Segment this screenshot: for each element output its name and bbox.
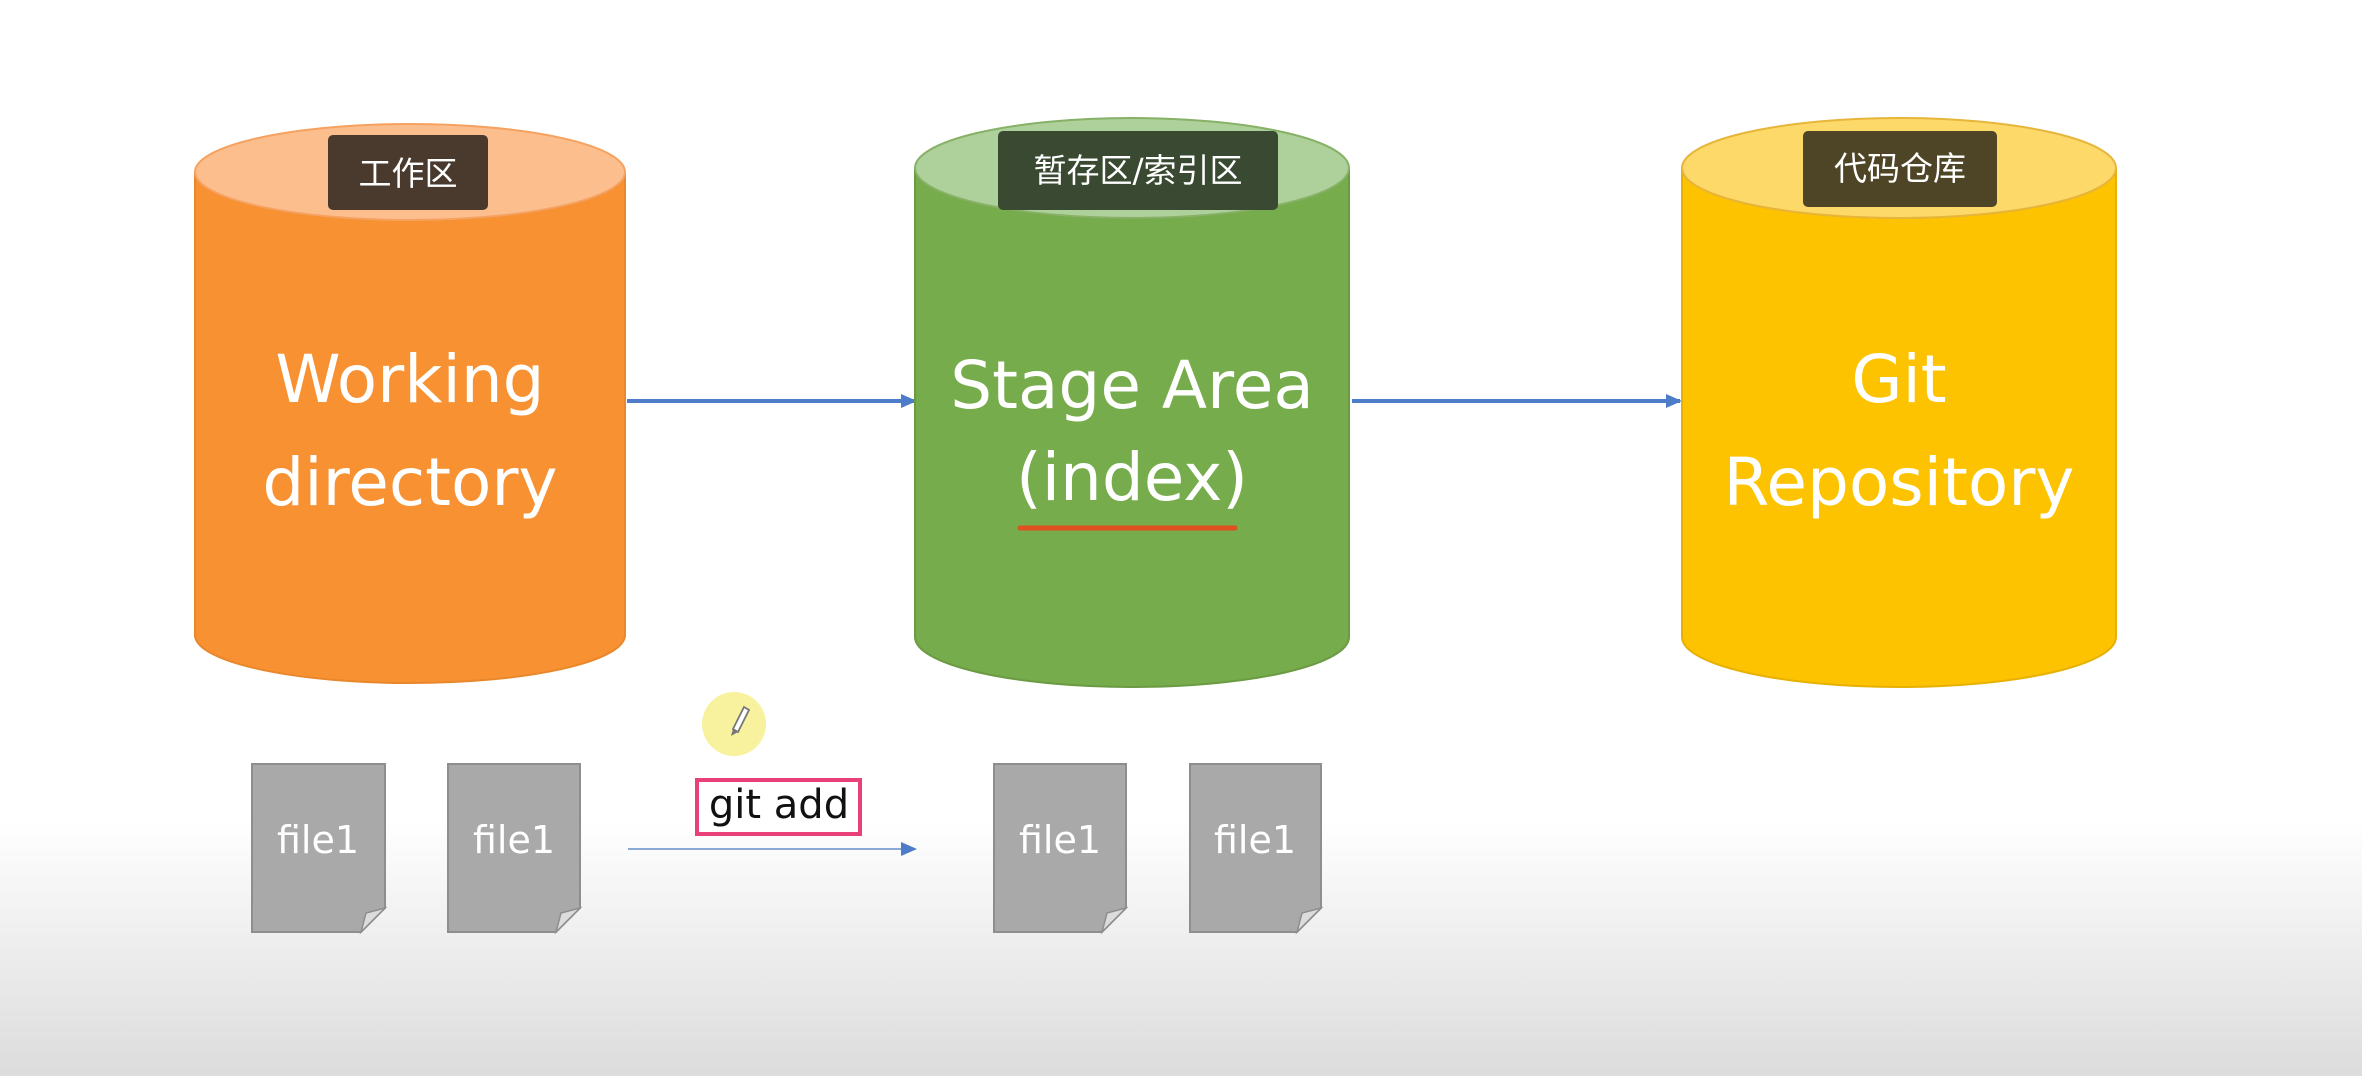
git-add-label: git add <box>709 782 849 828</box>
git-add-highlight-box <box>695 778 862 836</box>
file-icon-1: file1 <box>251 763 388 935</box>
stage-area-cylinder: 暂存区/索引区 Stage Area (index) <box>914 117 1350 688</box>
file-icon-4: file1 <box>1189 763 1324 935</box>
repo-label-line2: Repository <box>1724 444 2075 521</box>
working-tag: 工作区 <box>359 154 458 193</box>
stage-label-line2: (index) <box>1016 439 1248 516</box>
stage-tag-box <box>998 131 1278 210</box>
file-icon-2: file1 <box>447 763 583 935</box>
file-label-2: file1 <box>473 818 555 862</box>
repo-tag: 代码仓库 <box>1834 149 1966 188</box>
file-label-1: file1 <box>277 818 359 862</box>
repo-cylinder-body <box>1681 167 2117 688</box>
repo-label-line1: Git <box>1851 341 1946 418</box>
working-label-line2: directory <box>262 444 557 521</box>
stage-tag: 暂存区/索引区 <box>1033 151 1242 190</box>
repo-tag-box <box>1803 131 1997 207</box>
working-directory-cylinder: 工作区 Working directory <box>194 123 626 684</box>
pen-cursor <box>702 692 766 756</box>
cursor-highlight <box>702 692 766 756</box>
file-label-4: file1 <box>1214 818 1296 862</box>
stage-label-line1: Stage Area <box>950 347 1314 424</box>
working-label-line1: Working <box>275 341 544 418</box>
stage-cylinder-body <box>914 167 1350 688</box>
file-icon-3: file1 <box>993 763 1129 935</box>
file-label-3: file1 <box>1019 818 1101 862</box>
git-repository-cylinder: 代码仓库 Git Repository <box>1681 117 2117 688</box>
working-cylinder-body <box>194 171 626 684</box>
working-tag-box <box>328 135 488 210</box>
